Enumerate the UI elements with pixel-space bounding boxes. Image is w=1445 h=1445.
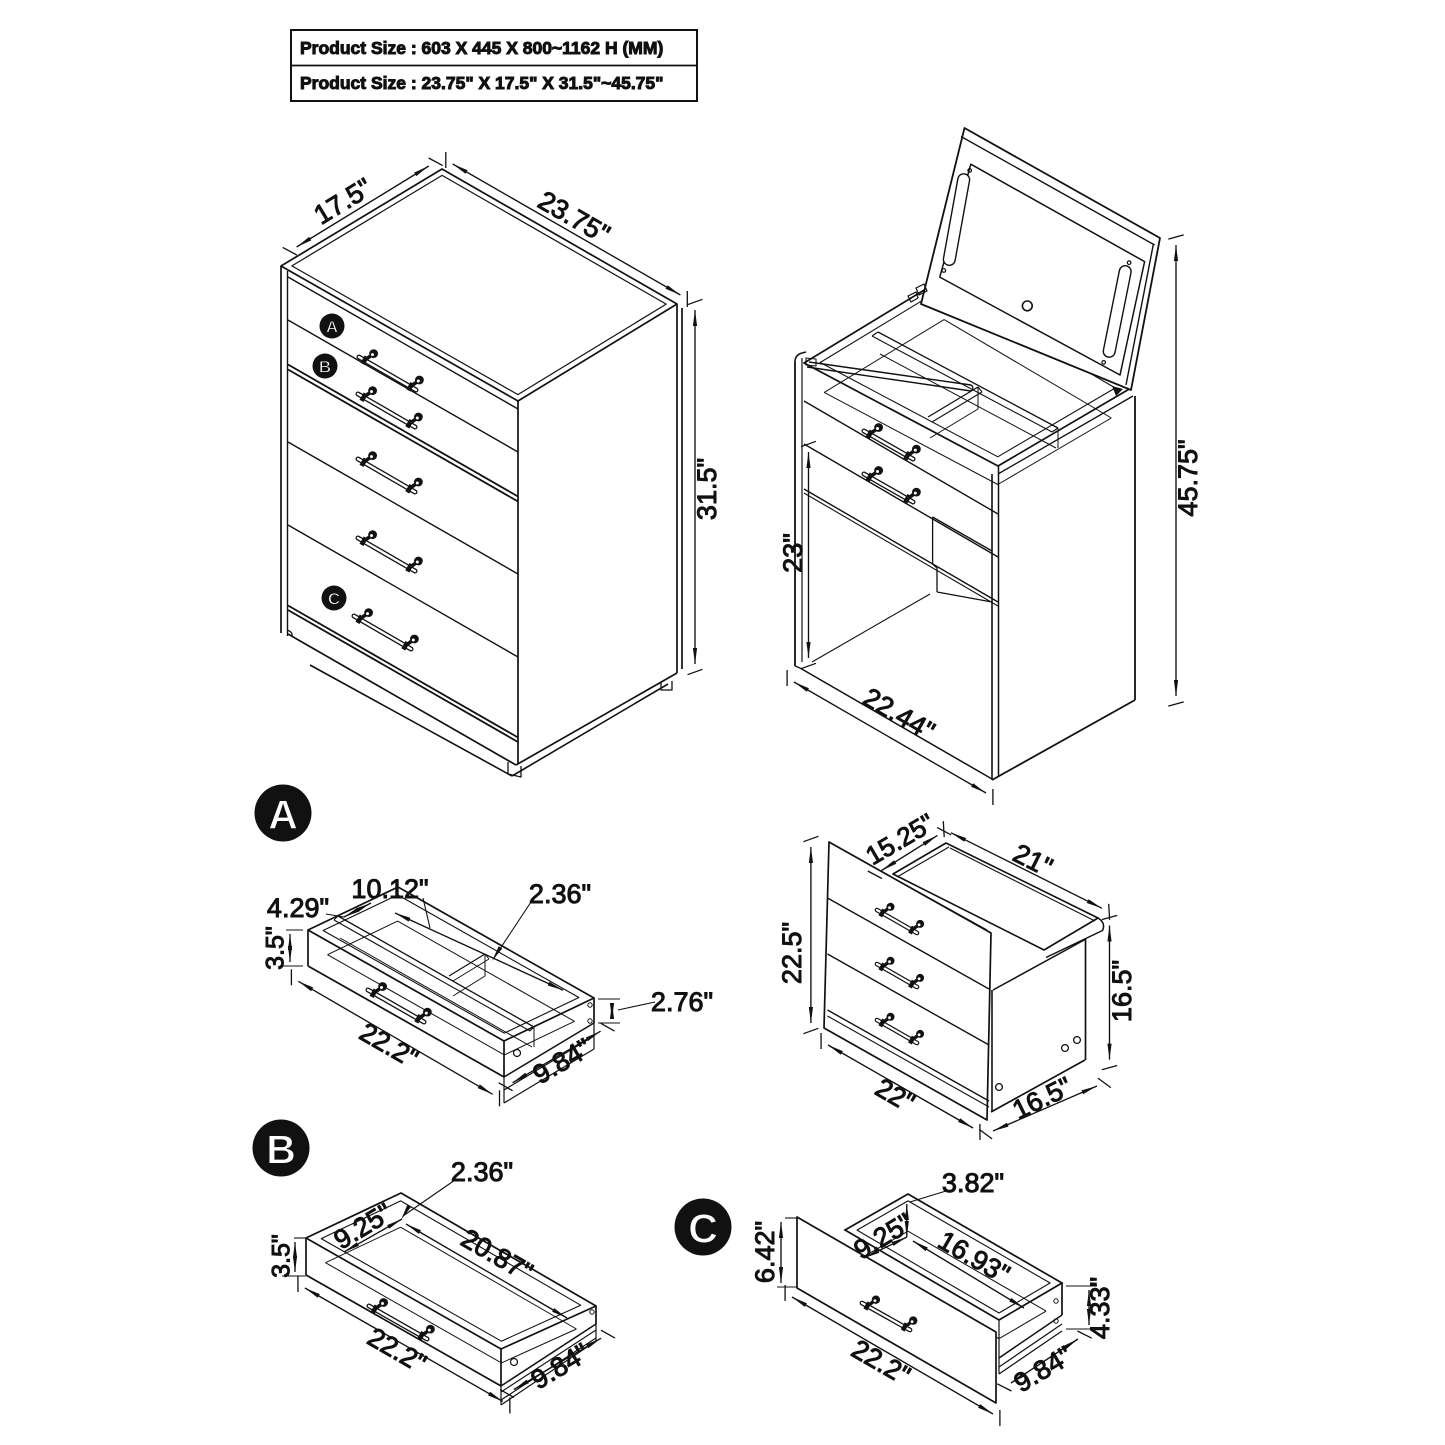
svg-text:A: A <box>268 792 298 838</box>
svg-text:16.5": 16.5" <box>1107 960 1137 1022</box>
svg-text:B: B <box>266 1127 296 1173</box>
svg-text:10.12": 10.12" <box>351 874 428 904</box>
svg-text:2.36": 2.36" <box>451 1157 513 1187</box>
svg-text:31.5": 31.5" <box>692 458 722 520</box>
svg-text:23": 23" <box>778 533 808 573</box>
svg-text:B: B <box>319 357 331 376</box>
svg-text:4.29": 4.29" <box>267 893 329 923</box>
svg-text:3.5": 3.5" <box>268 1234 296 1278</box>
svg-text:Product Size : 603 X 445 X 800: Product Size : 603 X 445 X 800~1162 H (M… <box>300 38 663 58</box>
svg-text:C: C <box>688 1206 718 1252</box>
svg-text:2.36": 2.36" <box>529 879 591 909</box>
svg-text:6.42": 6.42" <box>750 1221 780 1283</box>
svg-text:22.5": 22.5" <box>777 922 807 984</box>
svg-text:3.82": 3.82" <box>942 1168 1004 1198</box>
svg-text:2.76": 2.76" <box>651 987 713 1017</box>
svg-text:Product Size : 23.75" X 17.5": Product Size : 23.75" X 17.5" X 31.5"~45… <box>300 73 663 93</box>
svg-text:3.5": 3.5" <box>262 926 290 970</box>
svg-text:A: A <box>326 317 338 336</box>
svg-text:4.33": 4.33" <box>1085 1277 1115 1339</box>
svg-text:C: C <box>328 589 340 608</box>
svg-text:45.75": 45.75" <box>1173 439 1203 516</box>
